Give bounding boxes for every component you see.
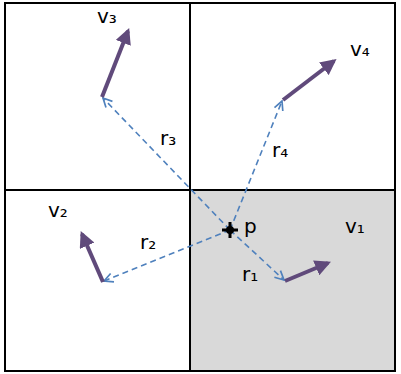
vector-label: v₄: [350, 37, 370, 61]
offset-vector: [230, 101, 282, 230]
gradient-vector: [82, 234, 103, 282]
gradient-vector: [283, 61, 334, 100]
offset-label: r₃: [160, 126, 176, 150]
point-label: p: [244, 214, 257, 238]
vector-label: v₁: [345, 214, 365, 238]
vector-label: v₂: [48, 198, 68, 222]
grid-border: [5, 3, 395, 371]
offset-label: r₄: [272, 138, 288, 162]
shaded-cell: [190, 190, 395, 371]
sample-point: [226, 226, 234, 234]
grid-line: [5, 189, 395, 191]
offset-vector: [104, 230, 230, 281]
offset-label: r₂: [140, 230, 156, 254]
offset-label: r₁: [242, 262, 258, 286]
gradient-vector: [285, 263, 328, 281]
sample-point: [222, 222, 238, 238]
gradient-vector: [102, 31, 128, 97]
grid-line: [189, 3, 191, 371]
vector-label: v₃: [97, 4, 117, 28]
offset-vector: [103, 98, 230, 230]
